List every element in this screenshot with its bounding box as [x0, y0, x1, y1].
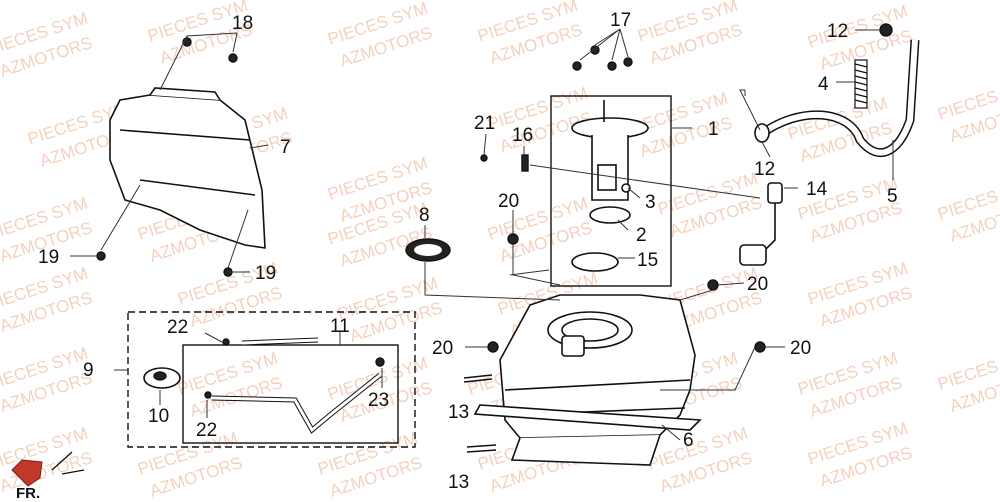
clamp-part — [754, 123, 770, 143]
logo-text: FR. — [16, 485, 40, 502]
callout-6: 6 — [683, 430, 694, 451]
spring-part — [854, 59, 868, 109]
callout-labels: 1 2 3 4 5 6 7 8 9 10 11 12 12 13 13 14 1… — [38, 10, 898, 493]
callout-14: 14 — [806, 179, 828, 200]
callout-18: 18 — [232, 13, 253, 34]
callout-10: 10 — [148, 406, 169, 427]
callout-19a: 19 — [38, 247, 59, 268]
filler-subassembly-box — [182, 344, 399, 444]
callout-5: 5 — [887, 186, 898, 207]
callout-15: 15 — [637, 250, 658, 271]
clamp-part — [879, 23, 893, 37]
callout-20b: 20 — [747, 274, 768, 295]
callout-16: 16 — [512, 125, 533, 146]
callout-22b: 22 — [196, 420, 217, 441]
callout-20c: 20 — [432, 338, 453, 359]
callout-9: 9 — [83, 360, 94, 381]
callout-8: 8 — [419, 205, 430, 226]
callout-23: 23 — [368, 390, 389, 411]
fuel-filler-frame — [127, 311, 416, 448]
tank-cover-part — [109, 87, 266, 249]
fr-logo: FR. — [11, 451, 85, 502]
fuel-pump-box — [550, 95, 672, 287]
o-ring-part — [571, 252, 619, 272]
callout-13b: 13 — [448, 472, 469, 493]
flag-logo-icon — [11, 459, 43, 487]
callout-2: 2 — [636, 225, 647, 246]
callout-7: 7 — [280, 137, 291, 158]
callout-19b: 19 — [255, 263, 276, 284]
callout-20d: 20 — [790, 338, 811, 359]
callout-20a: 20 — [498, 191, 519, 212]
callout-17: 17 — [610, 10, 631, 31]
leader-lines — [70, 28, 894, 441]
callout-1: 1 — [708, 119, 719, 140]
callout-13a: 13 — [448, 402, 469, 423]
fuel-pump-part — [571, 100, 649, 224]
callout-3: 3 — [645, 192, 656, 213]
callout-4: 4 — [818, 74, 829, 95]
callout-21: 21 — [474, 113, 495, 134]
callout-12b: 12 — [754, 159, 775, 180]
fuel-tank-part — [473, 294, 702, 466]
callout-22a: 22 — [167, 317, 188, 338]
callout-11: 11 — [330, 316, 350, 337]
fuel-level-sensor-part — [739, 182, 783, 266]
callout-12a: 12 — [827, 21, 848, 42]
filler-cap-part — [143, 367, 181, 389]
